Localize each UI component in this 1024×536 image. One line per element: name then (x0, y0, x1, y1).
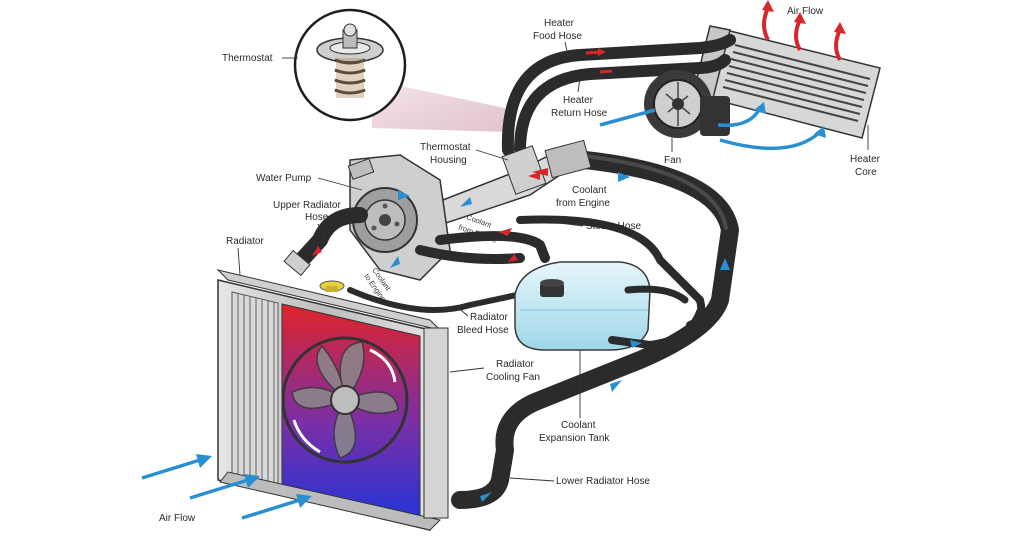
heater-return-hose-label-2: Return Hose (551, 108, 608, 119)
coolant-from-engine-label-2: from Engine (556, 198, 610, 209)
heater-food-hose (501, 34, 736, 156)
heater-fan (644, 70, 730, 138)
thermostat-housing-label-2: Housing (430, 155, 467, 166)
thermostat-icon (316, 23, 384, 98)
air-flow-top-label: Air Flow (787, 6, 824, 17)
heater-food-hose-label-1: Heater (544, 18, 575, 29)
water-pump-label: Water Pump (256, 173, 312, 184)
heater-to-lower-hose (451, 151, 739, 509)
radiator-bleed-hose (347, 287, 543, 313)
air-flow-arrows-bottom (141, 458, 301, 520)
heater-return-hose-label-1: Heater (563, 95, 594, 106)
coolant-expansion-tank-label-1: Coolant (561, 420, 596, 431)
heater-return-hose (514, 54, 731, 156)
air-flow-bottom-label: Air Flow (159, 513, 196, 524)
fan-label: Fan (664, 155, 681, 166)
steam-hose-label: Steam Hose (586, 221, 641, 232)
thermostat-label: Thermostat (222, 53, 273, 64)
radiator-bleed-hose-label-1: Radiator (470, 312, 508, 323)
thermostat-housing (428, 139, 592, 226)
radiator-bleed-hose-label-2: Bleed Hose (457, 325, 509, 336)
heater-core-label-2: Core (855, 167, 877, 178)
heater-core-label-1: Heater (850, 154, 881, 165)
upper-radiator-hose-label-2: Hose (305, 212, 329, 223)
coolant-expansion-tank (514, 261, 704, 351)
thermostat-housing-label-1: Thermostat (420, 142, 471, 153)
coolant-from-engine-label-1: Coolant (572, 185, 607, 196)
coolant-expansion-tank-label-2: Expansion Tank (539, 433, 610, 444)
radiator-cooling-fan (281, 336, 409, 464)
lower-radiator-hose-label: Lower Radiator Hose (556, 476, 650, 487)
radiator-cooling-fan-label-2: Cooling Fan (486, 372, 540, 383)
upper-radiator-hose (283, 207, 368, 277)
radiator-cooling-fan-label-1: Radiator (496, 359, 534, 370)
heater-food-hose-label-2: Food Hose (533, 31, 582, 42)
radiator-label: Radiator (226, 236, 264, 247)
thermostat-callout (293, 8, 510, 132)
upper-radiator-hose-label-1: Upper Radiator (273, 200, 341, 211)
